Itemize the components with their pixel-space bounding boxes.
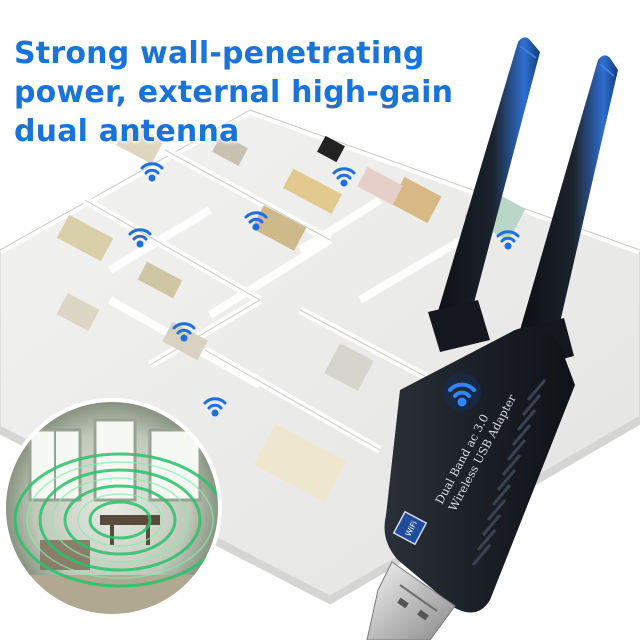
headline-line-3: dual antenna [14,114,240,149]
usb-wifi-adapter: WiFi Dual Band ac 3.0 Wireless USB Adapt… [366,37,618,641]
headline-line-1: Strong wall-penetrating [14,36,425,71]
wifi-icon [443,373,481,411]
headline-line-2: power, external high-gain [14,75,454,110]
wifi-icon [128,162,520,417]
usb-connector [366,561,456,641]
headline: Strong wall-penetrating power, external … [14,34,453,151]
